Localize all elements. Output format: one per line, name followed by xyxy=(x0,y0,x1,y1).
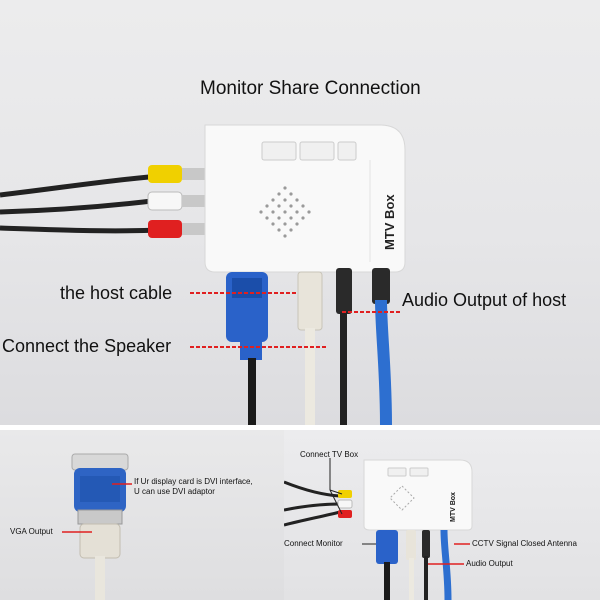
mtv-box-device-small xyxy=(363,459,473,531)
vga-connector-small xyxy=(376,530,398,600)
top-photo-panel: Monitor Share Connection MTV Box the hos… xyxy=(0,0,600,425)
audio-output-host-label: Audio Output of host xyxy=(402,290,567,310)
dvi-adaptor xyxy=(71,453,129,512)
dvi-note-line1: If Ur display card is DVI interface, xyxy=(134,477,253,486)
connect-speaker-label: Connect the Speaker xyxy=(2,336,172,356)
audio-output-label: Audio Output xyxy=(466,559,513,568)
dvi-note-line2: U can use DVI adaptor xyxy=(134,487,215,496)
host-cable-label: the host cable xyxy=(60,283,173,303)
speaker-grille xyxy=(259,186,311,238)
device-brand-small-label: MTV Box xyxy=(450,492,457,522)
tv-box-illustration xyxy=(284,458,473,600)
vga-output-label: VGA Output xyxy=(10,527,53,536)
antenna-cable-blue xyxy=(372,268,392,425)
rca-white-plug xyxy=(147,191,208,211)
connect-monitor-label: Connect Monitor xyxy=(284,539,343,548)
dvi-adaptor-illustration xyxy=(62,453,132,600)
device-brand-label: MTV Box xyxy=(382,194,397,250)
tv-box-photo-panel: Connect TV Box Connect Monitor CCTV Sign… xyxy=(284,430,600,600)
rca-yellow-plug xyxy=(148,165,208,183)
vga-connector xyxy=(226,272,268,425)
audio-cable-black xyxy=(336,268,352,425)
black-cable-left xyxy=(0,225,161,234)
top-photo-illustration xyxy=(0,124,406,425)
dvi-adaptor-photo-panel: If Ur display card is DVI interface, U c… xyxy=(0,430,290,600)
black-cable-left xyxy=(0,173,161,198)
black-cable-left xyxy=(0,197,161,215)
vga-plug xyxy=(77,509,123,600)
connect-tv-box-label: Connect TV Box xyxy=(300,450,359,459)
cctv-antenna-label: CCTV Signal Closed Antenna xyxy=(472,539,577,548)
rca-red-plug xyxy=(148,220,208,238)
host-cable-white xyxy=(297,271,323,425)
panel-divider xyxy=(0,425,600,430)
page-title: Monitor Share Connection xyxy=(200,78,421,99)
mtv-box-device xyxy=(204,124,406,273)
